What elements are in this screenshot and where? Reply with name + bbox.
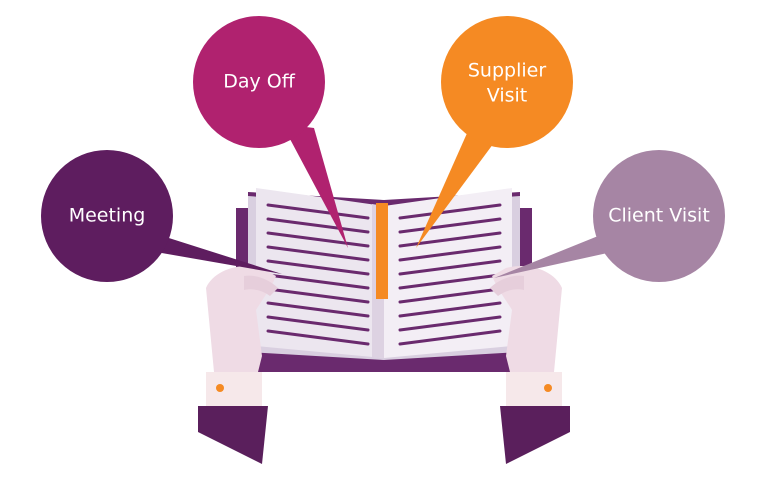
meeting-label: Meeting <box>69 205 146 227</box>
client-visit-label: Client Visit <box>608 205 710 227</box>
left-hand-icon <box>198 266 278 464</box>
bookmark-icon <box>376 203 388 299</box>
supplier-visit-bubble: Supplier Visit <box>416 16 573 248</box>
supplier-visit-label-line2: Visit <box>487 85 528 107</box>
open-book-icon <box>236 188 532 372</box>
supplier-visit-label-line1: Supplier <box>468 60 546 82</box>
day-off-label: Day Off <box>223 71 296 93</box>
day-off-bubble: Day Off <box>193 16 348 248</box>
meeting-bubble: Meeting <box>41 150 282 282</box>
right-hand-icon <box>490 266 570 464</box>
client-visit-bubble: Client Visit <box>494 150 725 282</box>
